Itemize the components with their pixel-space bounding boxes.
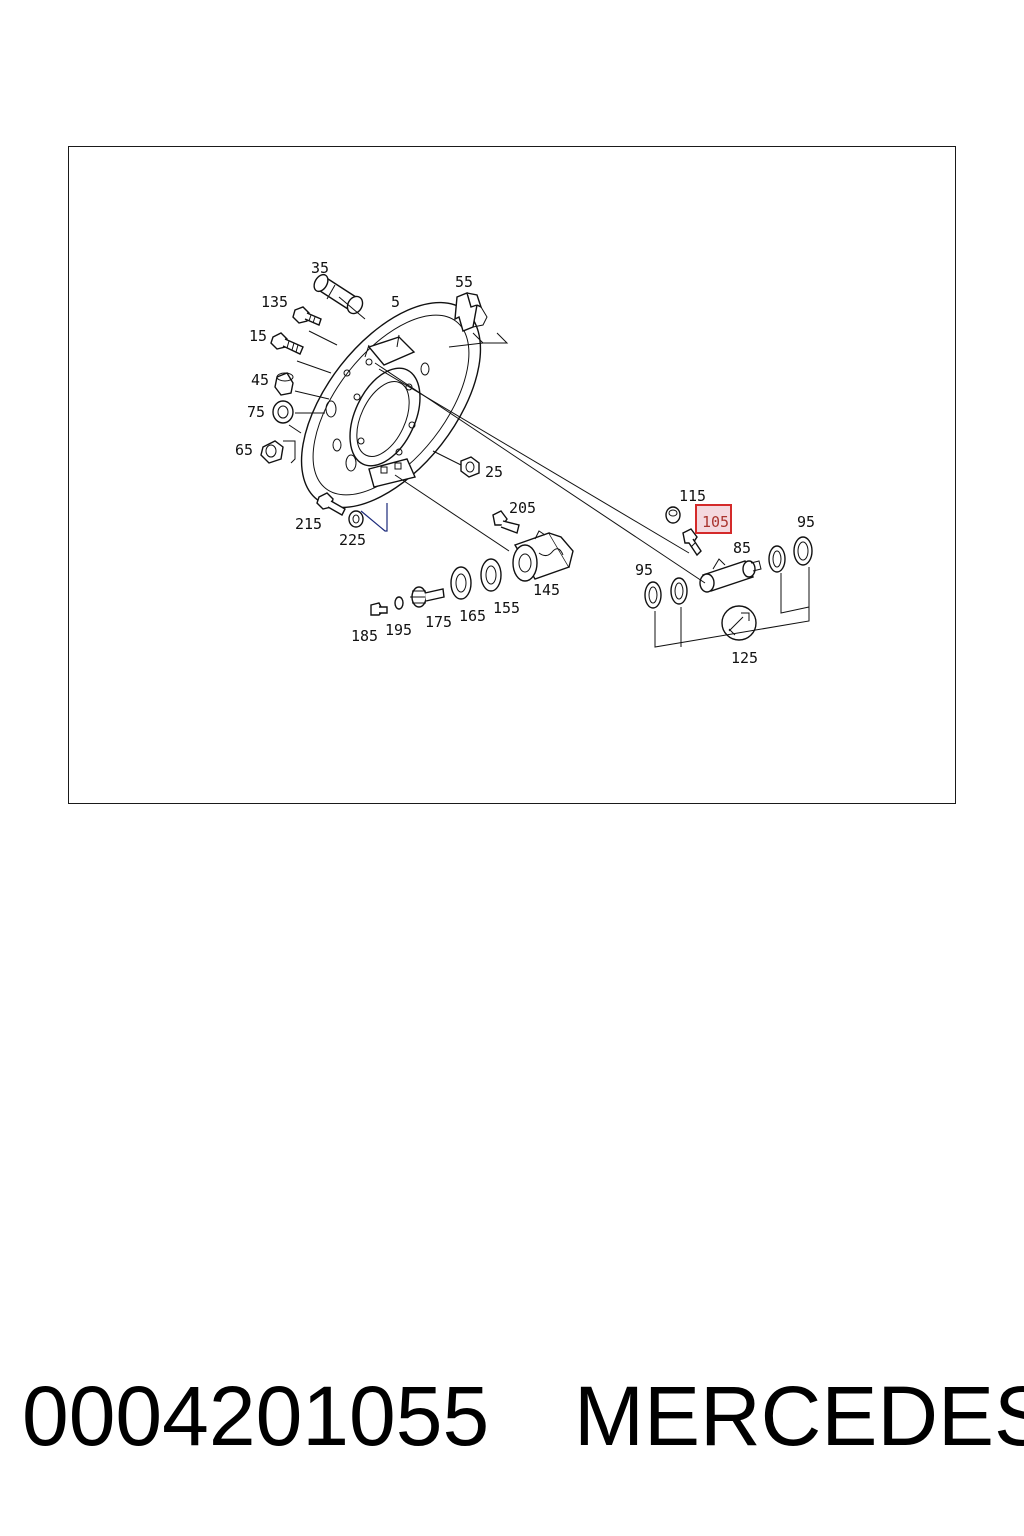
callout-5: 5 <box>391 293 400 311</box>
callout-215: 215 <box>295 515 322 533</box>
adjuster-175 <box>410 586 445 608</box>
ring-155 <box>480 558 502 592</box>
parts-diagram: 35 135 5 55 15 45 75 65 25 215 225 205 1… <box>68 146 956 804</box>
highlight-box <box>695 504 732 534</box>
callout-105: 105 <box>702 513 729 531</box>
bolt-215 <box>316 492 346 516</box>
callout-125: 125 <box>731 649 758 667</box>
washer-225 <box>348 510 364 528</box>
callout-115: 115 <box>679 487 706 505</box>
callout-35: 35 <box>311 259 329 277</box>
callout-75: 75 <box>247 403 265 421</box>
clip-55 <box>454 292 488 332</box>
callout-labels: 35 135 5 55 15 45 75 65 25 215 225 205 1… <box>235 259 815 667</box>
callout-55: 55 <box>455 273 473 291</box>
washer-195 <box>394 596 404 610</box>
product-caption: 0004201055 MERCEDES <box>22 1366 1024 1466</box>
callout-205: 205 <box>509 499 536 517</box>
callout-165: 165 <box>459 607 486 625</box>
cylinder-85 <box>699 558 762 593</box>
callout-175: 175 <box>425 613 452 631</box>
callout-145: 145 <box>533 581 560 599</box>
brand-name: MERCEDES <box>574 1369 1024 1463</box>
callout-45: 45 <box>251 371 269 389</box>
dust-cap-115 <box>665 506 681 524</box>
bolt-135 <box>292 306 322 326</box>
nut-75 <box>272 400 294 424</box>
bushing-45 <box>274 372 294 396</box>
exploded-view-drawing: 35 135 5 55 15 45 75 65 25 215 225 205 1… <box>235 259 815 667</box>
callout-65: 65 <box>235 441 253 459</box>
ring-165 <box>450 566 472 600</box>
bolt-15 <box>270 332 304 355</box>
callout-135: 135 <box>261 293 288 311</box>
bleeder-valve-105 <box>682 528 702 557</box>
callout-85: 85 <box>733 539 751 557</box>
callout-95-right: 95 <box>797 513 815 531</box>
callout-155: 155 <box>493 599 520 617</box>
cap-65 <box>260 440 284 464</box>
screw-185 <box>370 602 388 616</box>
callout-185: 185 <box>351 627 378 645</box>
callout-195: 195 <box>385 621 412 639</box>
leader-lines <box>283 296 810 648</box>
seal-95-right <box>768 536 813 573</box>
sleeve-35 <box>313 273 364 315</box>
bolt-205 <box>492 510 520 534</box>
nut-25 <box>460 456 480 478</box>
wheel-cylinder-145 <box>512 530 574 582</box>
callout-95-left: 95 <box>635 561 653 579</box>
seal-95-left <box>644 577 688 609</box>
backing-plate <box>300 301 482 509</box>
callout-15: 15 <box>249 327 267 345</box>
part-number: 0004201055 <box>22 1369 490 1463</box>
callout-225: 225 <box>339 531 366 549</box>
callout-25: 25 <box>485 463 503 481</box>
